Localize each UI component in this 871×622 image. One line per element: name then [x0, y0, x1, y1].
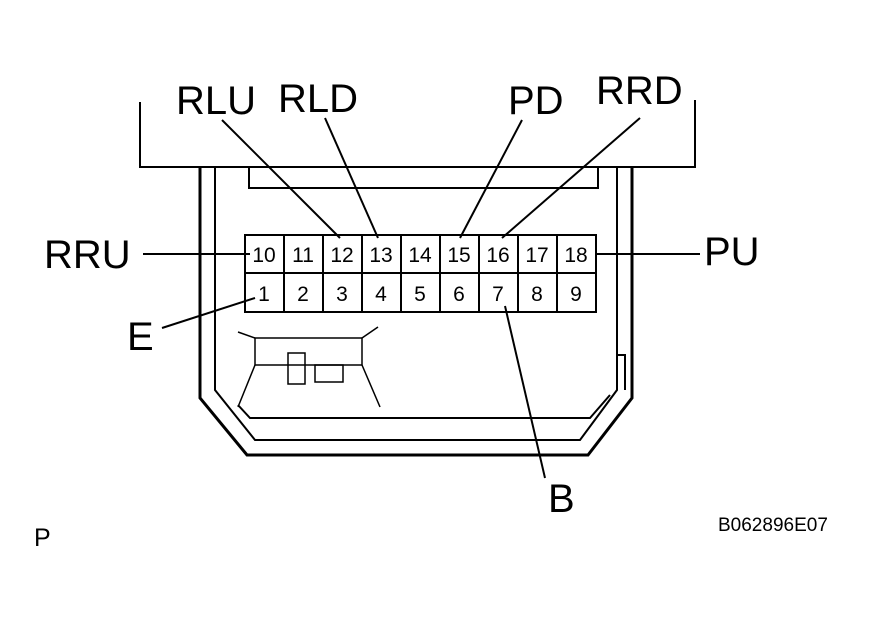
- terminal-grid: [244, 234, 597, 313]
- pin-7: 7: [492, 283, 504, 306]
- label-pd: PD: [508, 79, 564, 123]
- figure-reference-code: B062896E07: [718, 515, 828, 536]
- connector-body: [139, 100, 696, 457]
- connector-side-ledge: [617, 354, 626, 390]
- pin-18: 18: [564, 244, 587, 267]
- leader-rlu: [221, 119, 341, 239]
- pin-11: 11: [292, 244, 314, 267]
- callout-labels: RLU RLD PD RRD RRU PU E B: [44, 69, 760, 521]
- label-e: E: [127, 315, 154, 359]
- label-rrd: RRD: [596, 69, 683, 113]
- pin-1: 1: [258, 283, 270, 306]
- pin-8: 8: [531, 283, 543, 306]
- connector-outer-housing: [198, 167, 634, 457]
- pin-5: 5: [414, 283, 426, 306]
- pin-9: 9: [570, 283, 582, 306]
- label-rlu: RLU: [176, 79, 256, 123]
- pin-12: 12: [330, 244, 353, 267]
- pin-6: 6: [453, 283, 465, 306]
- pin-14: 14: [408, 244, 432, 267]
- corner-letter: P: [34, 524, 51, 552]
- pin-16: 16: [486, 244, 509, 267]
- leader-b: [504, 305, 546, 479]
- pin-3: 3: [336, 283, 348, 306]
- leader-rrd: [501, 117, 641, 239]
- leader-lines: [143, 117, 700, 479]
- pin-row-bottom: 1 2 3 4 5 6 7 8 9: [258, 283, 582, 306]
- pin-15: 15: [447, 244, 470, 267]
- label-rru: RRU: [44, 233, 131, 277]
- leader-e: [161, 297, 256, 329]
- connector-inner-lip: [248, 167, 599, 189]
- pin-17: 17: [525, 244, 548, 267]
- pin-10: 10: [252, 244, 275, 267]
- label-b: B: [548, 477, 575, 521]
- label-rld: RLD: [278, 77, 358, 121]
- connector-inner-housing: [214, 167, 618, 441]
- leader-rld: [324, 117, 379, 239]
- label-pu: PU: [704, 230, 760, 274]
- connector-cavity: [237, 394, 611, 419]
- pin-2: 2: [297, 283, 309, 306]
- pin-row-top: 10 11 12 13 14 15 16 17 18: [252, 244, 587, 267]
- locking-latch: [237, 326, 381, 408]
- pin-4: 4: [375, 283, 387, 306]
- connector-top-edge: [139, 100, 696, 168]
- leader-pd: [459, 119, 523, 239]
- pin-13: 13: [369, 244, 392, 267]
